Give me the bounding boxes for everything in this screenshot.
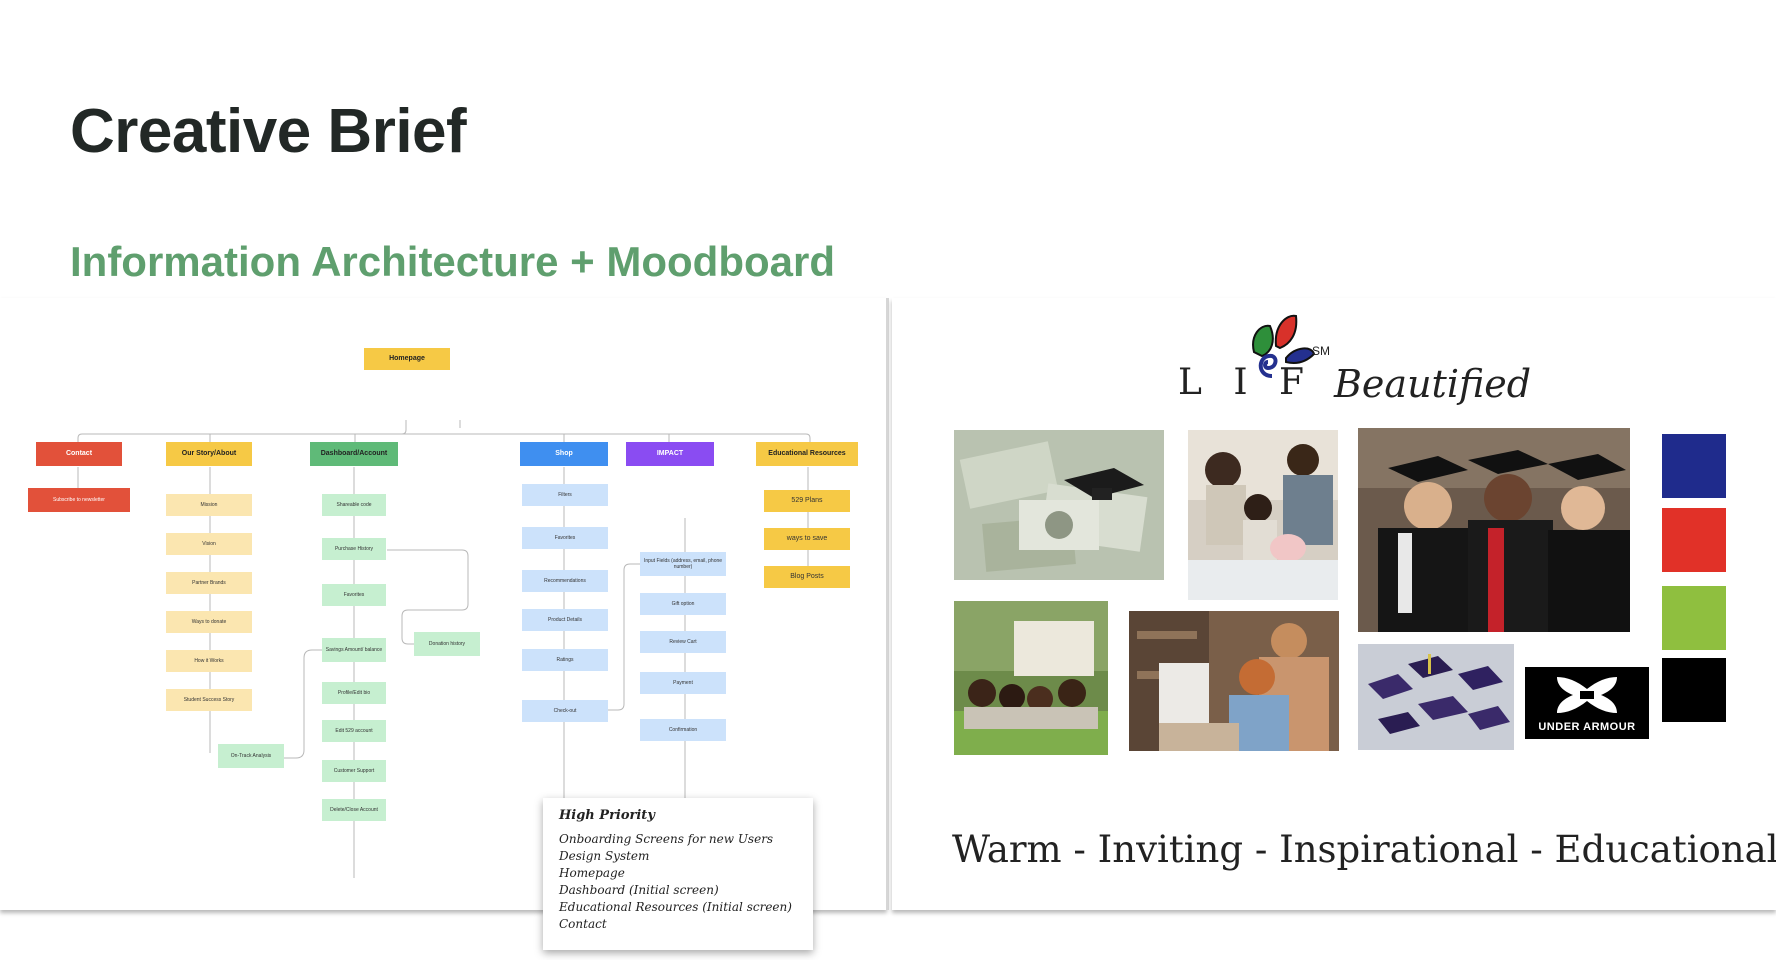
note-item: Dashboard (Initial screen) bbox=[559, 882, 797, 899]
ia-node: Filters bbox=[522, 484, 608, 506]
panel-divider bbox=[886, 298, 889, 910]
ia-node: Vision bbox=[166, 533, 252, 555]
ia-node: Subscribe to newsletter bbox=[28, 488, 130, 512]
ia-node: Customer Support bbox=[322, 760, 386, 782]
ia-node: How it Works bbox=[166, 650, 252, 672]
ia-node: Blog Posts bbox=[764, 566, 850, 588]
ia-node: Donation history bbox=[414, 632, 480, 656]
ia-node: Confirmation bbox=[640, 719, 726, 741]
note-item: Contact bbox=[559, 916, 797, 933]
brand-logo-text: UNDER ARMOUR bbox=[1525, 721, 1649, 733]
ia-node: Student Success Story bbox=[166, 689, 252, 711]
ia-node: Check-out bbox=[522, 700, 608, 722]
ia-root-homepage: Homepage bbox=[364, 348, 450, 370]
logo-service-mark: SM bbox=[1312, 344, 1330, 358]
friends-on-lawn-photo bbox=[954, 601, 1108, 755]
note-item: Onboarding Screens for new Users bbox=[559, 831, 797, 848]
ia-node: Gift option bbox=[640, 593, 726, 615]
ia-node: Input Fields (address, email, phone numb… bbox=[640, 552, 726, 576]
ia-node: Mission bbox=[166, 494, 252, 516]
ia-node: Partner Brands bbox=[166, 572, 252, 594]
page-title: Creative Brief bbox=[70, 96, 466, 167]
parent-child-computer-photo bbox=[1129, 611, 1339, 751]
color-swatch-red bbox=[1662, 508, 1726, 572]
high-priority-note: High Priority Onboarding Screens for new… bbox=[543, 798, 813, 950]
ia-node: Ratings bbox=[522, 649, 608, 671]
note-title: High Priority bbox=[559, 808, 797, 823]
ia-node: Shareable code bbox=[322, 494, 386, 516]
under-armour-logo: UNDER ARMOUR bbox=[1525, 667, 1649, 739]
money-graduation-cap-photo bbox=[954, 430, 1164, 580]
ia-category-our-story: Our Story/About bbox=[166, 442, 252, 466]
ia-node: Product Details bbox=[522, 609, 608, 631]
ia-node: Profile/Edit bio bbox=[322, 682, 386, 704]
family-piggy-bank-photo bbox=[1188, 430, 1338, 600]
note-item: Educational Resources (Initial screen) bbox=[559, 899, 797, 916]
ia-category-shop: Shop bbox=[520, 442, 608, 466]
ia-node: Edit 529 account bbox=[322, 720, 386, 742]
ia-category-contact: Contact bbox=[36, 442, 122, 466]
graduates-celebrating-photo bbox=[1358, 428, 1630, 632]
color-swatch-green bbox=[1662, 586, 1726, 650]
ia-node: Delete/Close Account bbox=[322, 799, 386, 821]
ia-node: Favorites bbox=[322, 584, 386, 606]
logo-text-life: L I F bbox=[1178, 362, 1314, 403]
ia-node: Ways to donate bbox=[166, 611, 252, 633]
logo-text-beautified: Beautified bbox=[1334, 362, 1531, 406]
color-swatch-black bbox=[1662, 658, 1726, 722]
ia-node: Purchase History bbox=[322, 538, 386, 560]
moodboard-tagline: Warm - Inviting - Inspirational - Educat… bbox=[952, 828, 1722, 871]
ia-node: Recommendations bbox=[522, 570, 608, 592]
ia-node: Review Cart bbox=[640, 631, 726, 653]
page-subtitle: Information Architecture + Moodboard bbox=[70, 238, 835, 286]
ia-node: Payment bbox=[640, 672, 726, 694]
life-beautified-logo: L I F SM Beautified bbox=[1176, 306, 1526, 416]
ia-node: ways to save bbox=[764, 528, 850, 550]
ia-node: Favorites bbox=[522, 527, 608, 549]
graduation-caps-toss-photo bbox=[1358, 644, 1514, 750]
note-item: Design System bbox=[559, 848, 797, 865]
color-swatch-navy bbox=[1662, 434, 1726, 498]
ia-category-impact: IMPACT bbox=[626, 442, 714, 466]
ia-category-dashboard: Dashboard/Account bbox=[310, 442, 398, 466]
ia-category-educational-resources: Educational Resources bbox=[756, 442, 858, 466]
ia-node: 529 Plans bbox=[764, 490, 850, 512]
ia-node: On-Track Analysis bbox=[218, 744, 284, 768]
ia-node: Savings Amount/ balance bbox=[322, 638, 386, 662]
note-item: Homepage bbox=[559, 865, 797, 882]
